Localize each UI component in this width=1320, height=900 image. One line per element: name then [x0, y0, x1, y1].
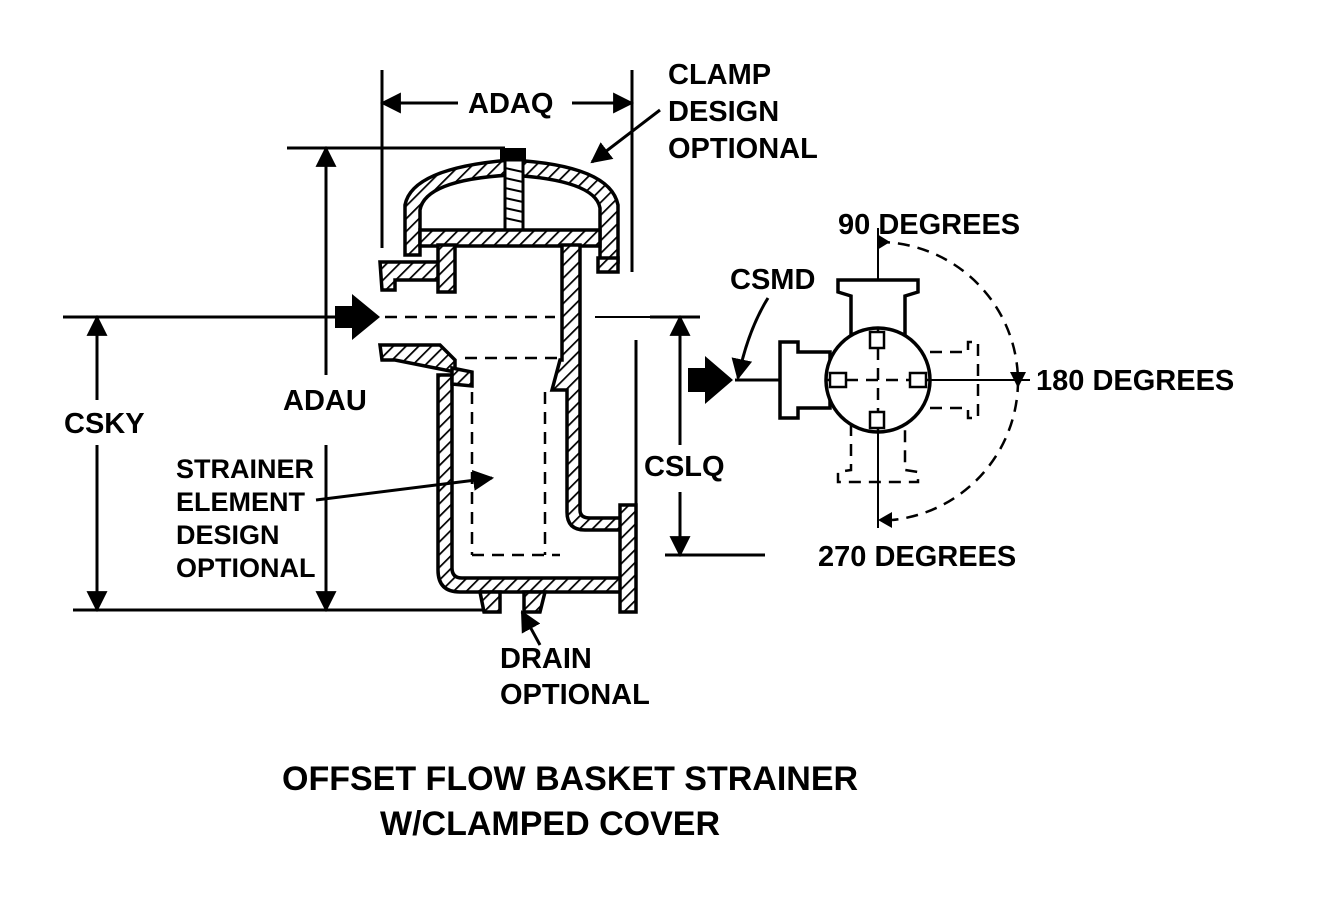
inlet-flow-arrow	[335, 294, 380, 340]
inlet-flange	[378, 260, 442, 292]
label-adau: ADAU	[283, 385, 367, 417]
label-csky: CSKY	[64, 408, 145, 440]
title-line1: OFFSET FLOW BASKET STRAINER	[282, 760, 858, 798]
label-csmd: CSMD	[730, 264, 815, 296]
title-line2: W/CLAMPED COVER	[380, 805, 720, 843]
cover-plate	[418, 228, 602, 248]
plan-flow-arrow	[688, 356, 733, 404]
clamp-screw	[503, 158, 525, 234]
label-180-degrees: 180 DEGREES	[1036, 365, 1234, 397]
rotation-arc	[877, 240, 1020, 381]
strainer-body	[335, 148, 650, 614]
label-strainer-line3: DESIGN	[176, 520, 280, 550]
label-clamp-line1: CLAMP	[668, 59, 771, 91]
label-drain-line2: OPTIONAL	[500, 679, 650, 711]
label-drain: DRAIN OPTIONAL	[500, 643, 650, 711]
label-strainer-line2: ELEMENT	[176, 487, 306, 517]
plan-view	[688, 228, 1030, 528]
leaders	[315, 108, 661, 646]
label-clamp: CLAMP DESIGN OPTIONAL	[668, 59, 818, 165]
strainer-basket	[465, 356, 560, 557]
label-clamp-line2: DESIGN	[668, 96, 779, 128]
label-90-degrees: 90 DEGREES	[838, 209, 1020, 241]
label-strainer-element: STRAINER ELEMENT DESIGN OPTIONAL	[176, 454, 316, 583]
body-right-wall	[549, 243, 624, 532]
dimensions	[63, 70, 765, 613]
label-strainer-line4: OPTIONAL	[176, 553, 316, 583]
label-cslq: CSLQ	[644, 451, 725, 483]
body-left-wall	[436, 373, 624, 594]
outlet-flange	[618, 503, 638, 614]
diagram-title: OFFSET FLOW BASKET STRAINER W/CLAMPED CO…	[282, 760, 858, 843]
label-270-degrees: 270 DEGREES	[818, 541, 1016, 573]
label-strainer-line1: STRAINER	[176, 454, 314, 484]
label-adaq: ADAQ	[468, 88, 553, 120]
label-clamp-line3: OPTIONAL	[668, 133, 818, 165]
label-drain-line1: DRAIN	[500, 643, 592, 675]
drain-boss	[477, 590, 502, 614]
